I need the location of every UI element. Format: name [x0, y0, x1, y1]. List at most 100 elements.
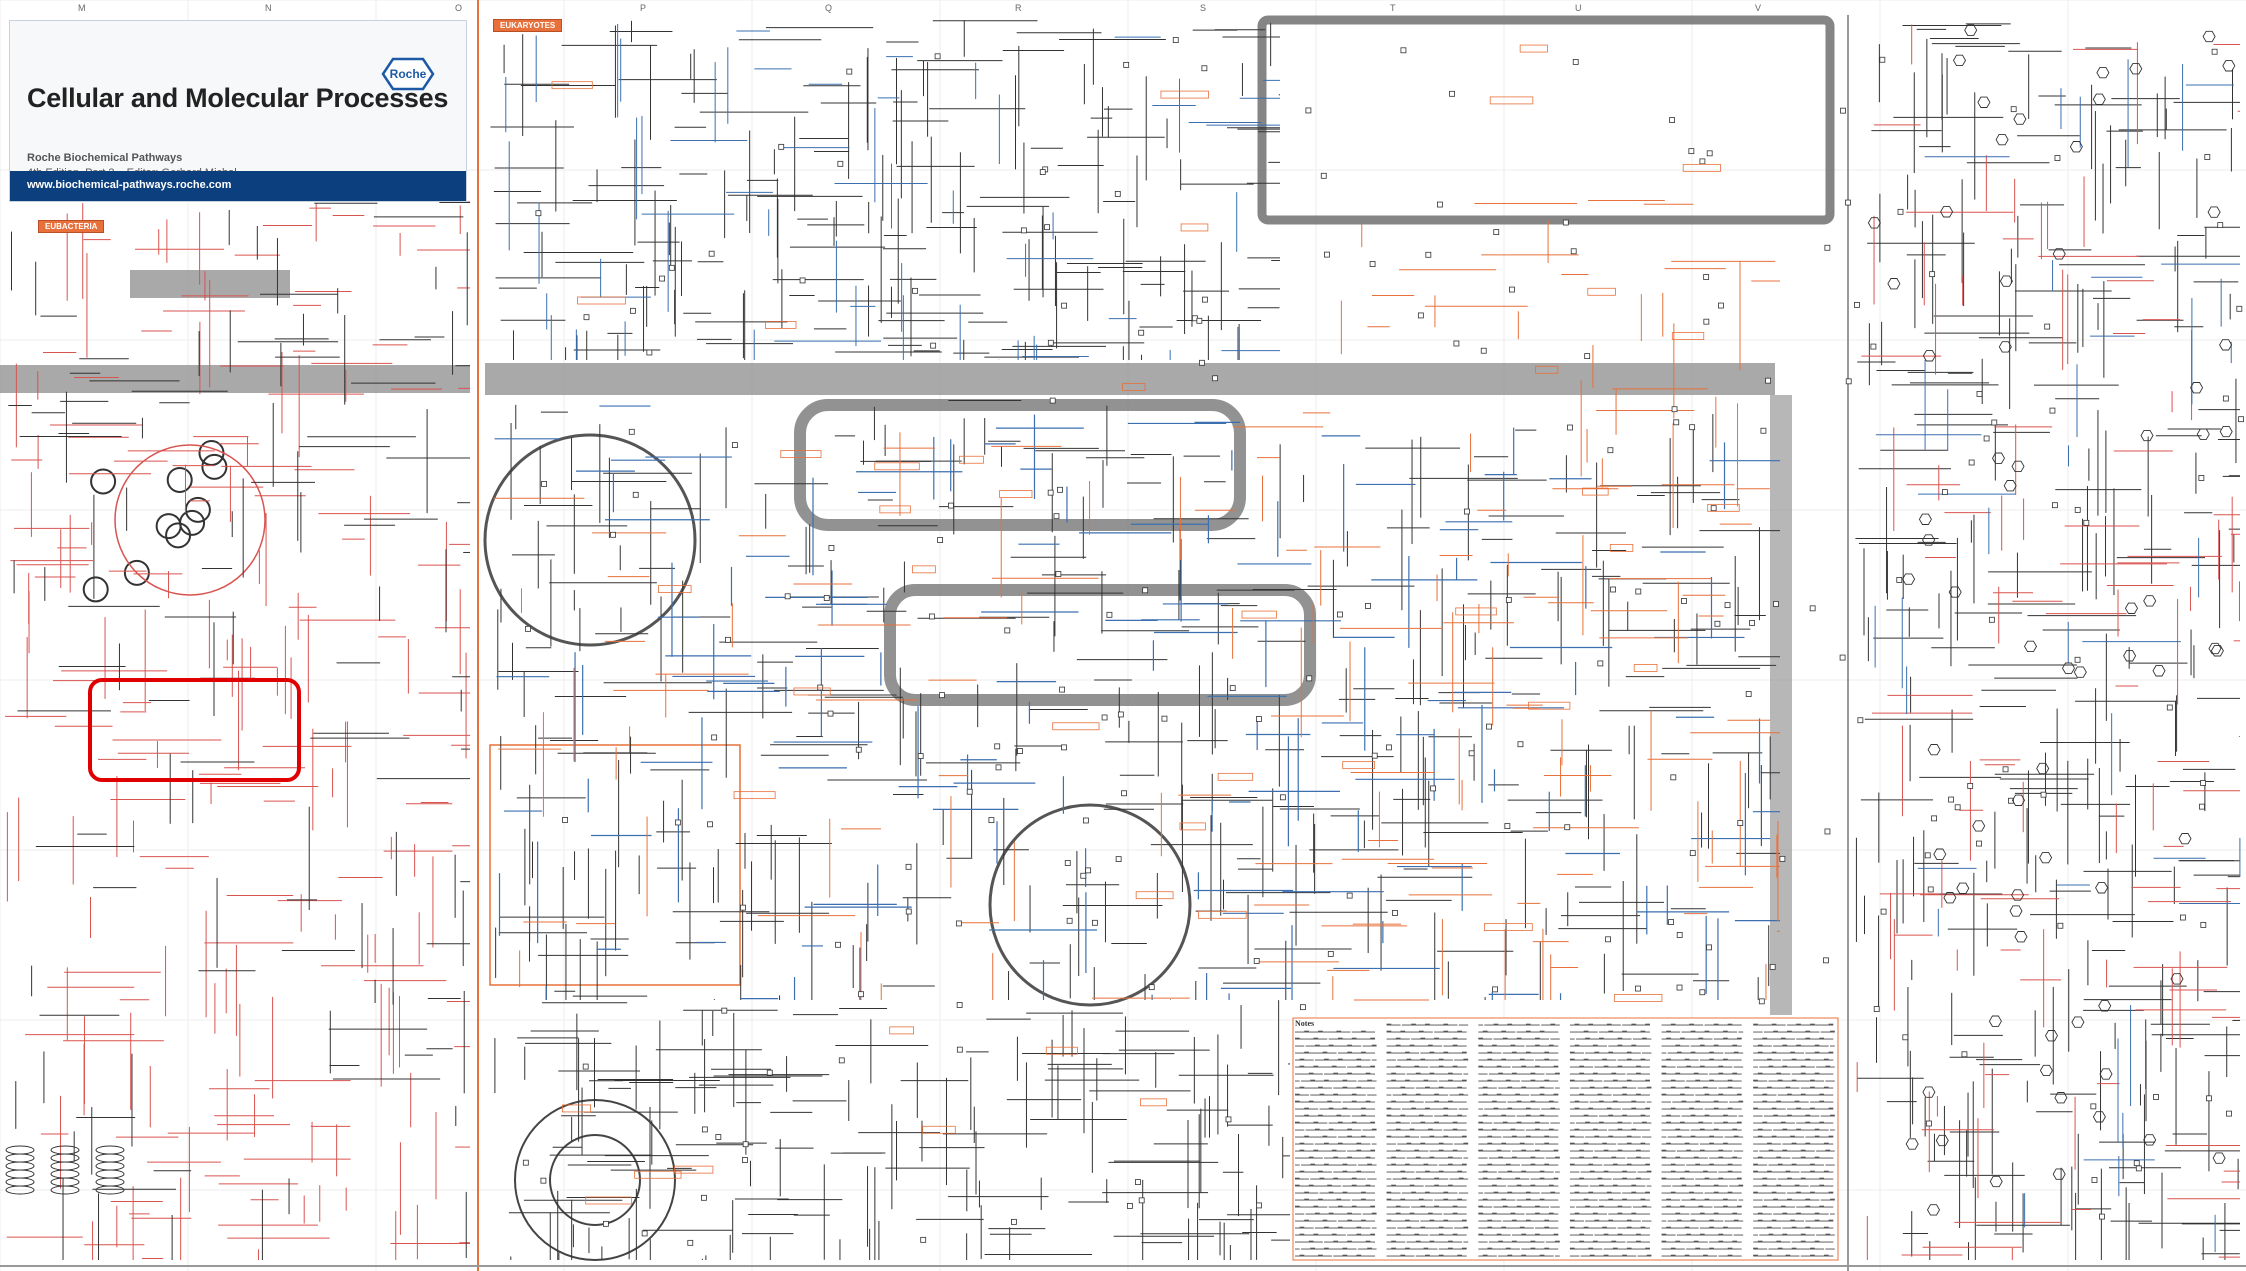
node-symbol — [2167, 705, 2172, 710]
ribosome-symbol — [166, 523, 190, 547]
node-symbol — [2218, 223, 2223, 228]
highlight-box[interactable] — [88, 678, 301, 782]
tag-box — [1614, 994, 1662, 1001]
node-symbol — [1392, 910, 1397, 915]
node-symbol — [1139, 1198, 1144, 1203]
node-symbol — [1715, 621, 1720, 626]
tag-box — [1140, 1099, 1166, 1106]
node-symbol — [1825, 829, 1830, 834]
node-symbol — [611, 532, 616, 537]
node-symbol — [1337, 612, 1342, 617]
dna-helix — [6, 1162, 34, 1170]
node-symbol — [906, 909, 911, 914]
node-symbol — [1942, 490, 1947, 495]
node-symbol — [2050, 408, 2055, 413]
node-symbol — [929, 614, 934, 619]
node-symbol — [1494, 230, 1499, 235]
node-symbol — [1300, 1005, 1305, 1010]
node-symbol — [1048, 340, 1053, 345]
ring-structure — [2072, 1017, 2084, 1027]
node-symbol — [1700, 990, 1705, 995]
node-symbol — [1418, 313, 1423, 318]
node-symbol — [2099, 1214, 2104, 1219]
node-symbol — [1635, 986, 1640, 991]
node-symbol — [1881, 909, 1886, 914]
node-symbol — [1005, 628, 1010, 633]
node-symbol — [2226, 1111, 2231, 1116]
tag-box — [1490, 97, 1533, 104]
tag-box — [1672, 333, 1703, 340]
node-symbol — [1173, 38, 1178, 43]
node-symbol — [847, 69, 852, 74]
node-symbol — [767, 1070, 772, 1075]
ring-structure — [1996, 134, 2008, 144]
ring-structure — [2126, 603, 2138, 613]
node-symbol — [1955, 805, 1960, 810]
node-symbol — [1930, 272, 1935, 277]
node-symbol — [1102, 715, 1107, 720]
tag-box — [1343, 762, 1375, 769]
node-symbol — [1107, 612, 1112, 617]
poster-url[interactable]: www.biochemical-pathways.roche.com — [27, 179, 231, 191]
ring-structure — [2010, 906, 2022, 916]
tag-box — [578, 297, 626, 304]
node-symbol — [1854, 302, 1859, 307]
ring-structure — [2013, 795, 2025, 805]
ring-structure — [2141, 430, 2153, 440]
node-symbol — [2223, 396, 2228, 401]
node-symbol — [709, 251, 714, 256]
node-symbol — [1149, 985, 1154, 990]
tag-box — [1136, 892, 1173, 899]
node-symbol — [1932, 816, 1937, 821]
node-symbol — [1858, 718, 1863, 723]
node-symbol — [1127, 1203, 1132, 1208]
ring-structure — [2209, 643, 2221, 653]
node-symbol — [1969, 460, 1974, 465]
node-symbol — [523, 1160, 528, 1165]
tag-box — [875, 463, 920, 470]
node-symbol — [1372, 753, 1377, 758]
node-symbol — [828, 711, 833, 716]
node-symbol — [1903, 1035, 1908, 1040]
ring-structure — [1906, 1139, 1918, 1149]
node-symbol — [918, 754, 923, 759]
node-symbol — [859, 992, 864, 997]
column-letter-m: M — [78, 3, 86, 13]
ring-structure — [2197, 429, 2209, 439]
node-symbol — [1573, 59, 1578, 64]
dna-helix — [51, 1154, 79, 1162]
node-symbol — [1571, 249, 1576, 254]
ring-structure — [1989, 1016, 2001, 1026]
node-symbol — [1674, 420, 1679, 425]
mitochondrion-outline — [485, 435, 695, 645]
label-eubacteria: EUBACTERIA — [38, 220, 104, 233]
node-symbol — [839, 1058, 844, 1063]
ring-structure — [1888, 279, 1900, 289]
node-symbol — [2052, 503, 2057, 508]
node-symbol — [1704, 319, 1709, 324]
node-symbol — [1213, 376, 1218, 381]
ring-structure — [2208, 207, 2220, 217]
node-symbol — [1067, 918, 1072, 923]
ring-structure — [2014, 114, 2026, 124]
node-symbol — [2058, 923, 2063, 928]
column-letter-v: V — [1755, 3, 1761, 13]
tag-box — [1000, 491, 1032, 498]
node-symbol — [2154, 1094, 2159, 1099]
node-symbol — [1061, 745, 1066, 750]
ring-structure — [2093, 1112, 2105, 1122]
ribosome-symbol — [84, 577, 108, 601]
label-eukaryotes: EUKARYOTES — [493, 19, 562, 32]
node-symbol — [1306, 108, 1311, 113]
node-symbol — [1493, 987, 1498, 992]
tag-box — [1180, 823, 1205, 830]
node-symbol — [1780, 856, 1785, 861]
node-symbol — [1874, 1007, 1879, 1012]
node-symbol — [1518, 742, 1523, 747]
node-symbol — [2205, 155, 2210, 160]
node-symbol — [1040, 170, 1045, 175]
node-symbol — [1370, 262, 1375, 267]
node-symbol — [1092, 920, 1097, 925]
node-symbol — [1759, 999, 1764, 1004]
